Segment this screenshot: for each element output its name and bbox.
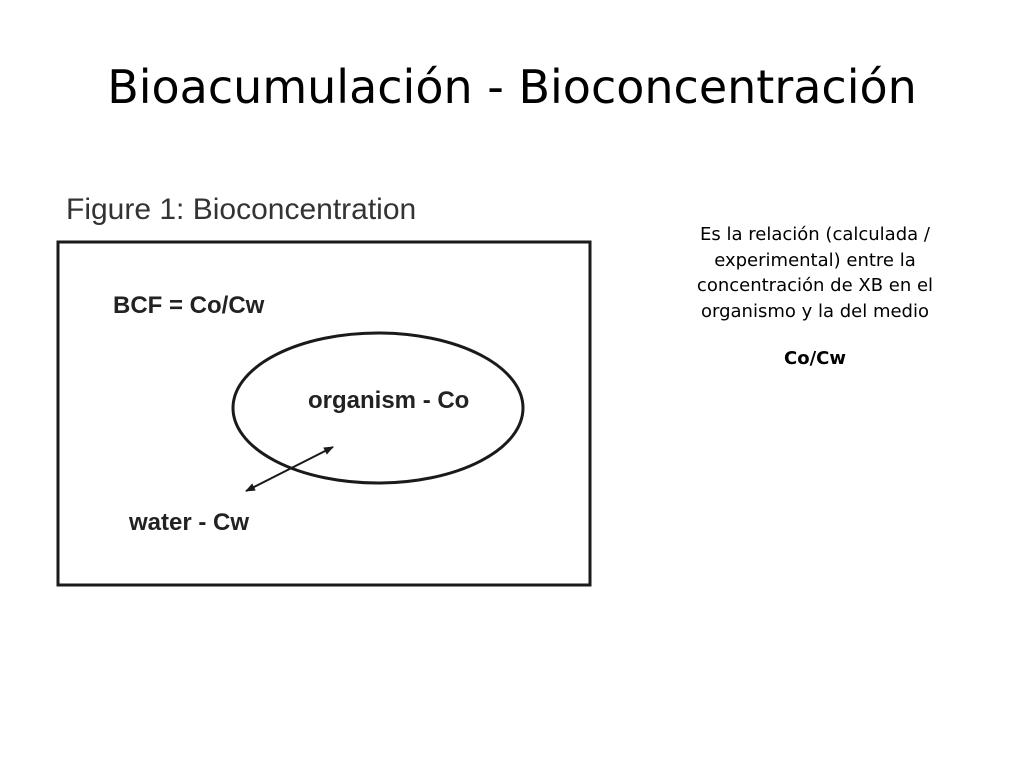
bcf-description: Es la relación (calculada / experimental… [648, 222, 982, 372]
bcf-formula: Co/Cw [784, 348, 846, 370]
bioconcentration-figure: Figure 1: Bioconcentration BCF = Co/Cw o… [50, 186, 600, 596]
description-text: Es la relación (calculada / experimental… [696, 224, 934, 322]
environment-box [56, 240, 592, 587]
organism-ellipse [231, 331, 525, 485]
figure-svg: Figure 1: Bioconcentration BCF = Co/Cw o… [56, 193, 592, 587]
slide-title: Bioacumulación - Bioconcentración [107, 60, 917, 114]
exchange-arrow [245, 446, 334, 492]
bcf-equation: BCF = Co/Cw [113, 292, 265, 319]
water-label: water - Cw [128, 509, 249, 536]
figure-caption: Figure 1: Bioconcentration [66, 193, 416, 226]
organism-label: organism - Co [308, 387, 469, 414]
